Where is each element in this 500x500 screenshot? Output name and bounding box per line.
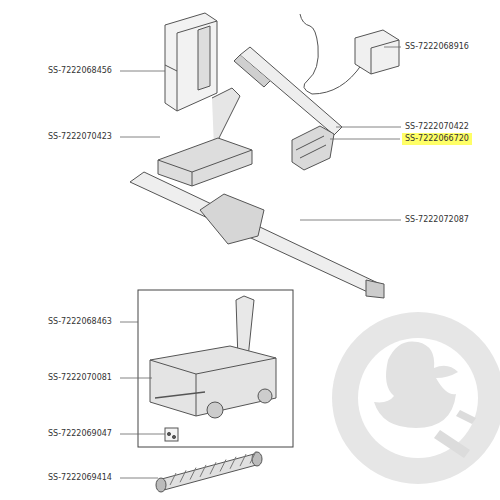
bristle-stroke [240, 454, 246, 466]
bristle-stroke [200, 465, 206, 477]
bristle-stroke [170, 473, 176, 485]
brush-bristles [170, 451, 256, 485]
part-number: SS-7222066720 [402, 133, 472, 145]
bristle-stroke [190, 468, 196, 480]
leader-lines [120, 47, 401, 478]
part-number: SS-7222072087 [404, 215, 470, 225]
bristle-stroke [220, 460, 226, 472]
part-number: SS-7222068463 [47, 317, 113, 327]
bristle-stroke [210, 462, 216, 474]
bristle-stroke [250, 451, 256, 463]
part-number: SS-7222068916 [404, 42, 470, 52]
bristle-stroke [230, 457, 236, 469]
part-number: SS-7222069414 [47, 473, 113, 483]
part-number: SS-7222070422 [404, 122, 470, 132]
part-number: SS-7222070081 [47, 373, 113, 383]
part-number: SS-7222069047 [47, 429, 113, 439]
part-number: SS-7222070423 [47, 132, 113, 142]
bristle-stroke [180, 470, 186, 482]
watermark-logo [332, 312, 500, 484]
part-drawings [130, 13, 399, 492]
part-number: SS-7222068456 [47, 66, 113, 76]
